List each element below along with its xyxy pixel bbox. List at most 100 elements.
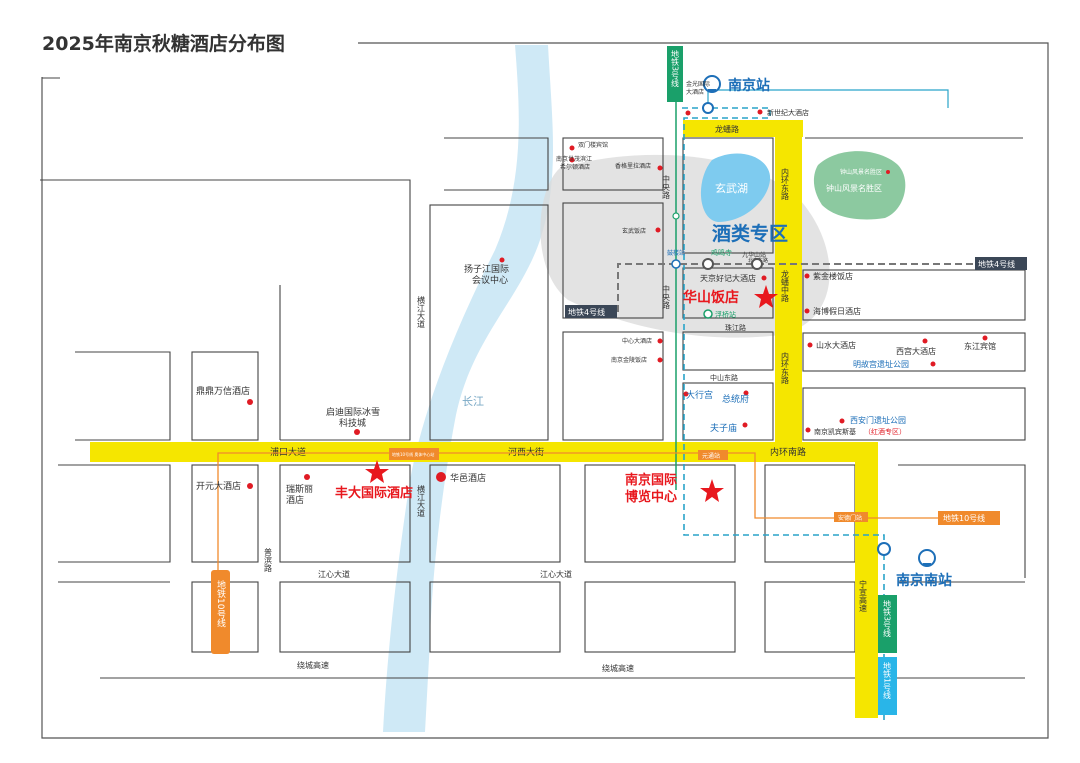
yangtze-river xyxy=(383,45,553,732)
metro-station-icon[interactable] xyxy=(702,102,714,114)
red-dot-icon[interactable] xyxy=(655,227,661,233)
hotel-yangzi-2: 会议中心 xyxy=(472,274,508,286)
road-jiangxin-w: 江心大道 xyxy=(318,569,350,579)
park-hotel-label: 钟山风景名胜区 xyxy=(840,168,882,176)
red-dot-icon[interactable] xyxy=(807,342,813,348)
metro10-right-badge[interactable] xyxy=(938,511,1000,525)
railway-station-icon[interactable] xyxy=(703,75,721,93)
metro10-left-label: 地铁10号线 xyxy=(215,579,226,628)
hotels: 新世纪大酒店 金光国际 大酒店 双门楼宾馆 南京世茂滨江 希尔顿酒店 香格里拉酒… xyxy=(196,80,996,506)
metro-station-icon[interactable] xyxy=(672,212,680,220)
lake-label: 玄武湖 xyxy=(715,181,748,195)
red-dot-icon[interactable] xyxy=(247,483,253,489)
hotel-shimao-2: 希尔顿酒店 xyxy=(560,163,590,171)
metro10-right-label: 地铁10号线 xyxy=(943,513,985,523)
metro-station-icon[interactable] xyxy=(671,259,681,269)
park-area xyxy=(813,151,906,220)
red-dot-icon[interactable] xyxy=(247,399,253,405)
venue-expo-line1: 南京国际 xyxy=(625,472,677,488)
red-dot-icon[interactable] xyxy=(761,275,767,281)
red-dot-icon[interactable] xyxy=(569,157,575,163)
yuantong-badge[interactable] xyxy=(698,450,728,460)
hotel-jinguang-2: 大酒店 xyxy=(686,88,704,96)
red-dot-icon[interactable] xyxy=(657,165,663,171)
red-dot-icon[interactable] xyxy=(804,273,810,279)
hotel-ruisi-1: 瑞斯丽 xyxy=(286,483,313,495)
red-dot-icon[interactable] xyxy=(839,418,845,424)
pukou-hexi-road xyxy=(90,442,878,462)
hotel-xuanwu: 玄武饭店 xyxy=(622,227,646,235)
road-longpan: 龙蟠路 xyxy=(715,124,739,134)
metro3-bottom-label: 地铁3号线 xyxy=(883,599,892,637)
xuanwu-lake xyxy=(700,153,771,222)
road-zhujiang: 珠江路 xyxy=(725,323,746,332)
metro1-bottom-badge[interactable] xyxy=(878,657,897,715)
yuantong-label: 元通站 xyxy=(702,452,720,460)
red-dot-icon[interactable] xyxy=(657,357,663,363)
road-hengjiang-s: 横江大道 xyxy=(417,484,426,518)
red-dot-icon[interactable] xyxy=(304,474,310,480)
metro-station-icon[interactable] xyxy=(751,258,763,270)
hotel-jinling: 南京金陵饭店 xyxy=(611,356,647,364)
road-neihuan-south: 内环南路 xyxy=(770,446,806,458)
red-dot-icon[interactable] xyxy=(499,257,505,263)
red-dot-icon[interactable] xyxy=(685,110,691,116)
hotel-dingding: 鼎鼎万信酒店 xyxy=(196,385,250,397)
ningxuan-highway xyxy=(855,442,878,718)
metro3-top-badge[interactable] xyxy=(667,46,683,102)
road-pukou: 浦口大道 xyxy=(270,446,306,458)
red-dot-icon[interactable] xyxy=(657,338,663,344)
metro3-bottom-badge[interactable] xyxy=(878,595,897,653)
red-dot-icon[interactable] xyxy=(742,422,748,428)
metro10-left-badge[interactable] xyxy=(211,570,230,654)
red-dot-icon[interactable] xyxy=(683,391,689,397)
road-hengjiang-n: 横江大道 xyxy=(417,295,426,329)
metro-station-icon[interactable] xyxy=(877,542,891,556)
red-dot-icon[interactable] xyxy=(922,338,928,344)
red-dot-icon[interactable] xyxy=(982,335,988,341)
hotel-huayi: 华邑酒店 xyxy=(450,472,486,484)
road-ningxuan: 宁宣高速 xyxy=(859,579,868,613)
landmark-zongtongfu: 总统府 xyxy=(722,393,749,405)
stop-fuqiao: 浮桥站 xyxy=(715,310,736,319)
hotel-kaiyuan: 开元大酒店 xyxy=(196,480,241,492)
olympic-badge[interactable] xyxy=(389,448,439,460)
metro10-line xyxy=(217,452,940,570)
red-dot-icon[interactable] xyxy=(354,429,360,435)
red-dot-icon[interactable] xyxy=(804,308,810,314)
venue-huashan: 华山饭店 xyxy=(683,289,739,306)
red-star-icon[interactable] xyxy=(700,479,724,502)
metro1-line xyxy=(682,107,885,720)
metro-station-icon[interactable] xyxy=(703,309,713,319)
landmarks: 大行宫 总统府 夫子庙 xyxy=(683,389,749,434)
metro4-right-badge[interactable] xyxy=(975,257,1027,270)
metro-badges: 地铁3号线 地铁4号线 地铁4号线 地铁10号线 地铁10号线 地铁3号线 地铁… xyxy=(211,46,1027,715)
hotel-qidi-2: 科技城 xyxy=(339,417,366,429)
red-dot-icon[interactable] xyxy=(930,361,936,367)
metro4-left-badge[interactable] xyxy=(565,305,617,318)
red-star-icon[interactable] xyxy=(754,285,778,308)
nanjing-station-label: 南京站 xyxy=(728,77,770,94)
red-dot-icon[interactable] xyxy=(757,109,763,115)
road-raocheng-w: 绕城高速 xyxy=(297,660,329,670)
red-dot-icon xyxy=(886,170,890,174)
red-dot-icon[interactable] xyxy=(805,427,811,433)
zhongshan-park: 钟山风景名胜区 钟山风景名胜区 xyxy=(813,151,906,220)
red-dot-icon[interactable] xyxy=(569,145,575,151)
hotel-xianmen: 西安门遗址公园 xyxy=(850,415,906,425)
metro-lines xyxy=(217,89,975,720)
hotel-shuangmen: 双门楼宾馆 xyxy=(578,141,608,149)
red-dot-icon[interactable] xyxy=(743,390,749,396)
road-hexi: 河西大街 xyxy=(508,446,544,458)
andemen-badge[interactable] xyxy=(834,512,868,522)
map-frame xyxy=(41,42,1049,739)
metro1-spur xyxy=(707,89,949,108)
red-star-icon[interactable] xyxy=(365,460,389,483)
red-dot-icon[interactable] xyxy=(436,472,446,482)
hotel-yangzi-1: 扬子江国际 xyxy=(464,263,509,275)
railway-station-icon[interactable] xyxy=(918,549,936,567)
hotel-zhongxin: 中心大酒店 xyxy=(622,337,652,345)
metro-station-icon[interactable] xyxy=(702,258,714,270)
hotel-mingguo: 明故宫遗址公园 xyxy=(853,359,909,369)
venue-expo-line2: 博览中心 xyxy=(625,489,677,505)
